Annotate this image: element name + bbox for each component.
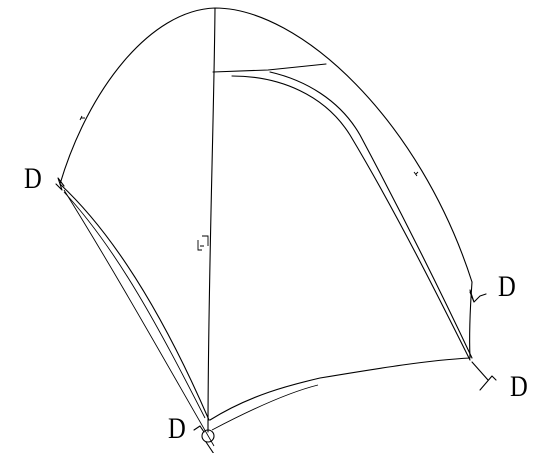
tent-outer-outline [59,7,473,283]
right-lower-guy [471,361,489,381]
door-frame-outer [231,75,471,361]
label-bottom-d: D [168,412,186,445]
door-bottom-hem [209,357,471,421]
bottom-stake-hook [193,425,215,455]
label-left-d: D [24,162,42,195]
right-clip [413,171,419,177]
tent-left-edge-inner [63,191,206,419]
label-right-lower-d: D [510,370,528,403]
label-right-upper-d: D [498,270,516,303]
left-stake-hook [55,177,65,191]
tent-right-edge [469,281,473,359]
tent-left-guy-line [63,189,215,447]
center-clip [197,235,209,251]
left-clip [79,115,85,121]
bottom-stake-ring [201,429,215,443]
tent-left-edge [59,183,210,421]
right-upper-stake-hook [469,289,487,303]
door-frame-inner [269,71,473,359]
tent-center-seam [207,7,216,433]
door-bottom-hem-inner [211,384,319,431]
door-top-band [212,63,327,73]
right-lower-stake [479,375,497,391]
